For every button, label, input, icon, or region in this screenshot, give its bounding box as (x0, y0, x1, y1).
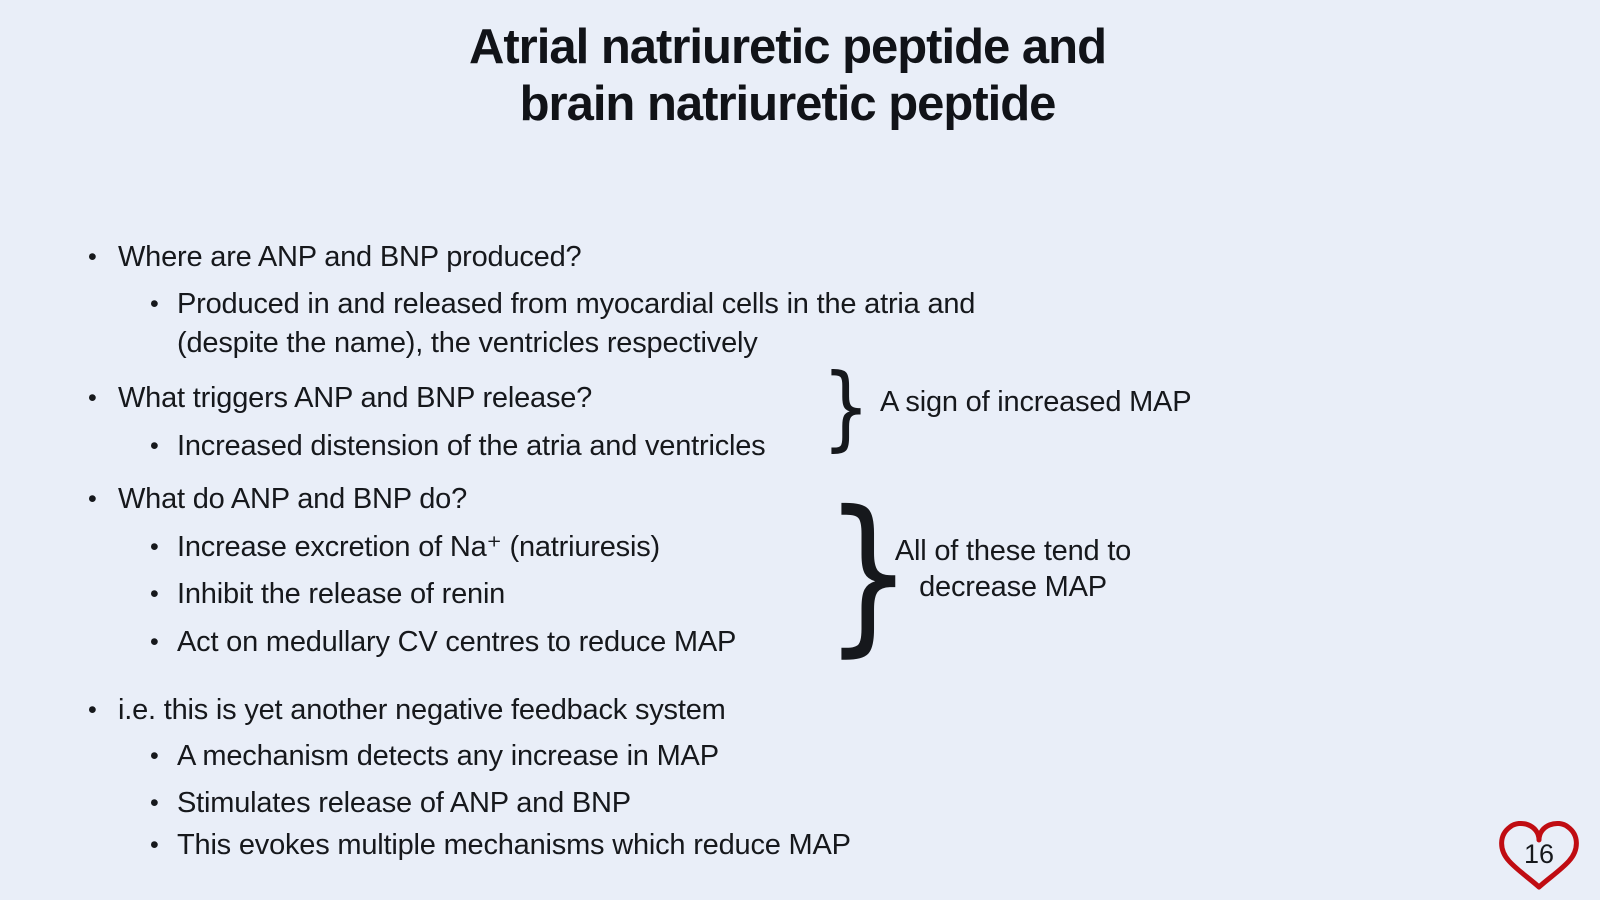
bullet-marker: • (88, 384, 97, 412)
bullet-marker: • (150, 432, 159, 460)
bullet-text: Act on medullary CV centres to reduce MA… (177, 626, 737, 658)
bullet-text: This evokes multiple mechanisms which re… (177, 829, 851, 861)
bullet-marker: • (150, 789, 159, 817)
bullet-marker: • (150, 580, 159, 608)
bullet-text: Increased distension of the atria and ve… (177, 430, 766, 462)
page-number: 16 (1523, 839, 1555, 869)
annotation-decrease-map: All of these tend to decrease MAP (894, 535, 1132, 603)
bullet-marker: • (150, 533, 159, 561)
bullet-marker: • (88, 243, 97, 271)
bullet-text: What do ANP and BNP do? (118, 483, 468, 515)
heart-icon (1499, 821, 1579, 890)
bullet-text: Stimulates release of ANP and BNP (177, 787, 631, 819)
bullet-item-medullary: • Act on medullary CV centres to reduce M… (150, 584, 736, 662)
page-number-heart: 16 (1496, 819, 1582, 893)
bullet-marker: • (150, 290, 159, 318)
curly-brace-small: } (822, 354, 871, 461)
bullet-marker: • (88, 485, 97, 513)
bullet-item-natriuresis: • Increase excretion of Na⁺ (natriuresis) (150, 489, 660, 567)
bullet-marker: • (88, 696, 97, 724)
bullet-item-produced-question: • Where are ANP and BNP produced? (88, 199, 582, 277)
curly-brace-large: } (824, 475, 913, 673)
bullet-item-produced-answer: • Produced in and released from myocardia… (150, 246, 975, 363)
bullet-marker: • (150, 831, 159, 859)
bullet-item-do-question: • What do ANP and BNP do? (88, 441, 467, 519)
bullet-marker: • (150, 628, 159, 656)
bullet-item-evokes: • This evokes multiple mechanisms which r… (150, 787, 851, 865)
bullet-item-stimulates: • Stimulates release of ANP and BNP (150, 745, 631, 823)
bullet-item-distension: • Increased distension of the atria and v… (150, 388, 766, 466)
slide-title: Atrial natriuretic peptide and brain nat… (468, 20, 1107, 131)
bullet-item-feedback: • i.e. this is yet another negative feedb… (88, 652, 726, 730)
bullet-text: What triggers ANP and BNP release? (118, 382, 593, 414)
bullet-text: i.e. this is yet another negative feedba… (118, 694, 726, 726)
bullet-marker: • (150, 742, 159, 770)
annotation-increased-map: A sign of increased MAP (880, 386, 1192, 418)
bullet-item-renin: • Inhibit the release of renin (150, 536, 505, 614)
bullet-text: Where are ANP and BNP produced? (118, 241, 582, 273)
bullet-item-mechanism: • A mechanism detects any increase in MAP (150, 698, 719, 776)
bullet-text: Increase excretion of Na⁺ (natriuresis) (177, 531, 660, 563)
bullet-item-triggers-question: • What triggers ANP and BNP release? (88, 340, 592, 418)
bullet-text: Produced in and released from myocardial… (177, 288, 976, 359)
bullet-text: A mechanism detects any increase in MAP (177, 740, 719, 772)
bullet-text: Inhibit the release of renin (177, 578, 506, 610)
